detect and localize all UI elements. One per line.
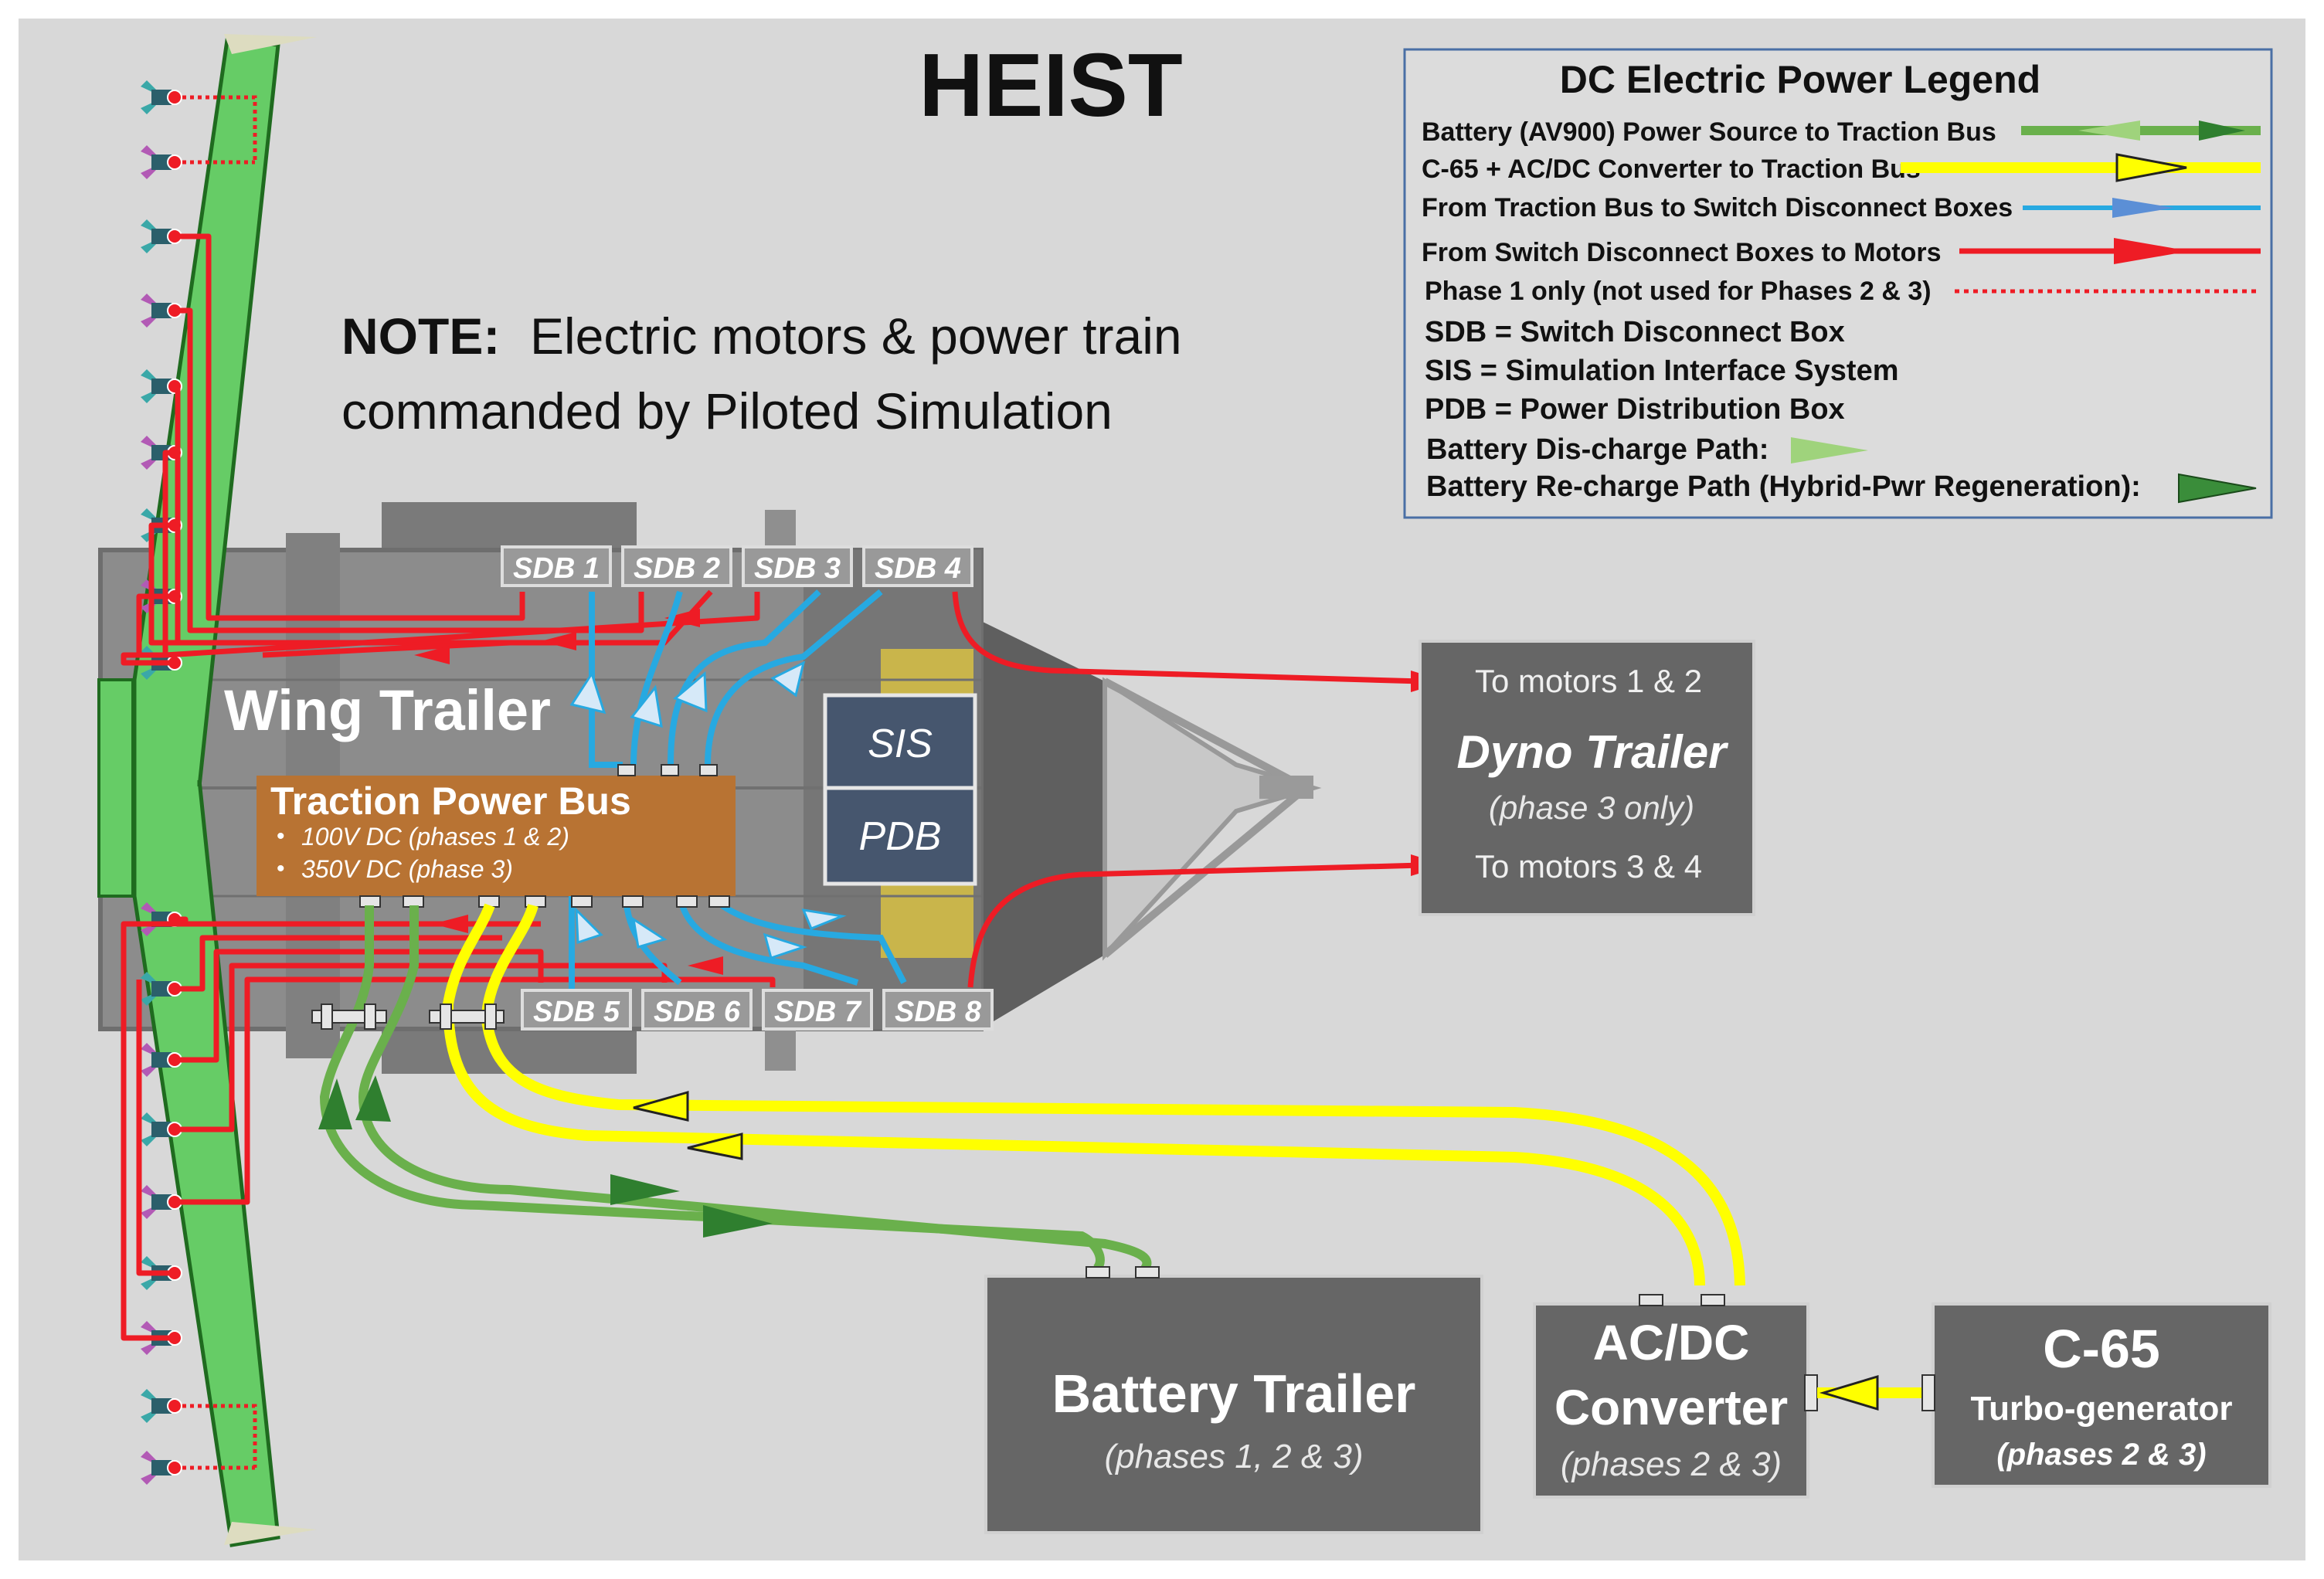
battery-connector-1 (1086, 1266, 1110, 1278)
sis-box: SIS (823, 693, 977, 790)
sdb-1-label: SDB 1 (513, 552, 600, 585)
motor-pod (141, 369, 182, 403)
legend-row-dotted: Phase 1 only (not used for Phases 2 & 3) (1425, 277, 1932, 306)
yellow-converter-arrows (633, 1091, 743, 1160)
legend-abbrev-sdb: SDB = Switch Disconnect Box (1425, 316, 1845, 348)
sdb-8: SDB 8 (882, 989, 994, 1031)
sdb-4-label: SDB 4 (875, 552, 961, 585)
legend-recharge: Battery Re-charge Path (Hybrid-Pwr Regen… (1426, 470, 2141, 503)
sis-label: SIS (868, 722, 933, 766)
sdb-8-label: SDB 8 (895, 996, 982, 1028)
converter-input-port (1804, 1374, 1818, 1411)
green-battery-lines (319, 905, 1152, 1272)
red-arrows-top (414, 609, 700, 664)
sdb-7-label: SDB 7 (774, 996, 862, 1028)
phase1-dotted-lines (175, 95, 257, 1470)
motor-pod (141, 145, 182, 179)
legend-c65-arrow (2115, 153, 2187, 182)
sdb-1: SDB 1 (501, 545, 612, 587)
c65-to-converter-arrow (1819, 1374, 1879, 1411)
sdb-7: SDB 7 (762, 989, 873, 1031)
sdb-2: SDB 2 (621, 545, 732, 587)
converter-connector-2 (1701, 1294, 1725, 1306)
traction-bus-bullet-2: • (277, 856, 285, 881)
legend-row-red: From Switch Disconnect Boxes to Motors (1422, 238, 1942, 267)
motor-pod (141, 1389, 182, 1423)
converter-connector-1 (1639, 1294, 1663, 1306)
dyno-trailer: To motors 1 & 2 Dyno Trailer (phase 3 on… (1419, 640, 1755, 916)
sdb-top-row: SDB 1 SDB 2 SDB 3 SDB 4 (501, 545, 973, 587)
wing-trailer-label: Wing Trailer (224, 678, 551, 742)
red-lines-to-dyno (952, 591, 1422, 988)
yellow-converter-lines (442, 903, 1745, 1286)
sdb-bottom-row: SDB 5 SDB 6 SDB 7 SDB 8 (521, 989, 994, 1031)
sdb-5-label: SDB 5 (533, 996, 620, 1028)
blue-arrows-bottom (575, 907, 847, 959)
sdb-3: SDB 3 (742, 545, 853, 587)
legend-blue-arrow (2112, 198, 2174, 218)
legend-abbrev-sis: SIS = Simulation Interface System (1425, 355, 1899, 387)
traction-bus-title: Traction Power Bus (270, 779, 631, 823)
traction-bus-item-2: 350V DC (phase 3) (301, 855, 513, 883)
legend-abbrev-pdb: PDB = Power Distribution Box (1425, 393, 1845, 426)
sdb-2-label: SDB 2 (634, 552, 720, 585)
note: NOTE: Electric motors & power train comm… (341, 307, 1182, 440)
c65-phase: (phases 2 & 3) (1996, 1438, 2206, 1472)
legend-row-blue: From Traction Bus to Switch Disconnect B… (1422, 193, 2013, 222)
c65-title: C-65 (2043, 1319, 2160, 1379)
cable-clamps (311, 1003, 505, 1030)
legend-title: DC Electric Power Legend (1560, 58, 2040, 101)
sdb-3-label: SDB 3 (754, 552, 841, 585)
converter-line-2: Converter (1554, 1380, 1788, 1435)
battery-title: Battery Trailer (1052, 1363, 1416, 1424)
converter-line-1: AC/DC (1593, 1315, 1750, 1370)
dyno-phase: (phase 3 only) (1489, 790, 1694, 826)
traction-bus-item-1: 100V DC (phases 1 & 2) (301, 823, 569, 851)
legend-red-arrow (2114, 238, 2190, 264)
blue-arrows-top (569, 660, 806, 728)
traction-bus-bullet-1: • (277, 823, 285, 849)
motor-pod (141, 1185, 182, 1219)
note-bold: NOTE: (341, 307, 500, 365)
c65-turbogenerator: C-65 Turbo-generator (phases 2 & 3) (1921, 1302, 2271, 1488)
converter-phase: (phases 2 & 3) (1561, 1445, 1782, 1483)
legend-row-c65: C-65 + AC/DC Converter to Traction Bus (1422, 155, 1921, 184)
red-arrows-bottom (433, 915, 723, 975)
note-line-1: Electric motors & power train (530, 307, 1182, 365)
diagram-title: HEIST (919, 35, 1183, 135)
legend-recharge-arrow (2178, 473, 2257, 504)
battery-phase: (phases 1, 2 & 3) (1104, 1438, 1363, 1475)
dyno-motors-3-4: To motors 3 & 4 (1475, 848, 1702, 885)
pdb-label: PDB (859, 814, 942, 859)
sdb-4: SDB 4 (862, 545, 973, 587)
legend-battery-discharge-arrow (2078, 121, 2140, 141)
legend-discharge: Battery Dis-charge Path: (1426, 433, 1768, 466)
green-battery-arrows (318, 1075, 773, 1238)
dyno-motors-1-2: To motors 1 & 2 (1475, 663, 1702, 699)
note-line-2: commanded by Piloted Simulation (341, 382, 1113, 440)
dyno-title: Dyno Trailer (1456, 726, 1729, 778)
pdb-box: PDB (823, 786, 977, 886)
c65-sub: Turbo-generator (1971, 1390, 2233, 1428)
legend: DC Electric Power Legend Battery (AV900)… (1403, 48, 2273, 519)
red-lines-top (121, 233, 760, 666)
battery-trailer: Battery Trailer (phases 1, 2 & 3) (984, 1266, 1483, 1534)
sdb-5: SDB 5 (521, 989, 632, 1031)
legend-row-battery: Battery (AV900) Power Source to Traction… (1422, 117, 1996, 147)
battery-connector-2 (1135, 1266, 1160, 1278)
sdb-6-label: SDB 6 (654, 996, 741, 1028)
dyno-connector-wedge (978, 620, 1322, 1031)
legend-discharge-arrow (1791, 437, 1868, 464)
legend-battery-recharge-arrow (2199, 121, 2245, 141)
c65-output-port (1921, 1374, 1935, 1411)
blue-lines-top (589, 589, 883, 768)
motor-pod (141, 80, 182, 114)
motor-pod (141, 1451, 182, 1485)
motor-pod (141, 294, 182, 328)
sdb-6: SDB 6 (641, 989, 753, 1031)
acdc-converter: AC/DC Converter (phases 2 & 3) (1533, 1294, 1818, 1499)
traction-power-bus: Traction Power Bus • 100V DC (phases 1 &… (257, 776, 736, 896)
